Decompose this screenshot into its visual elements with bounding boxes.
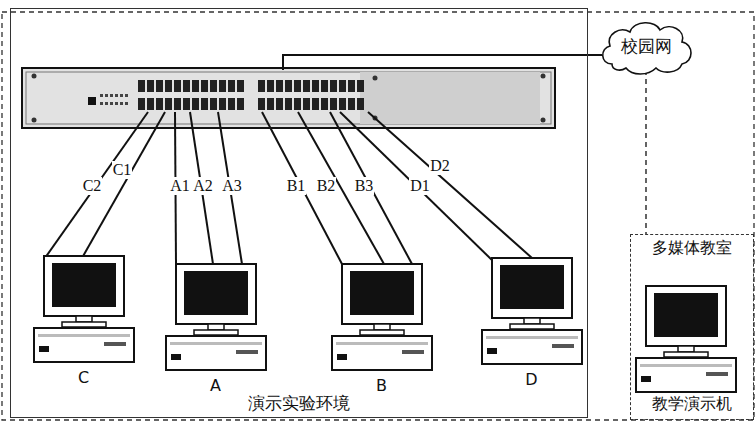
region-box: 演示实验环境 C A B D [10,8,588,418]
node-label: B [374,377,389,395]
cable-label: B1 [286,177,307,195]
computer-node: 教学演示机 [634,280,750,414]
node-label: C [76,369,91,387]
cable-label: C2 [82,177,103,195]
node-label: A [208,377,223,395]
cable-label: D1 [409,177,431,195]
cable-label: D2 [429,157,451,175]
cable-label: A2 [192,177,214,195]
cloud-node: 校园网 [598,18,694,76]
cable-label: C1 [112,161,133,179]
node-label: D [523,371,539,389]
network-label: 校园网 [619,37,674,57]
computer-node: A [160,258,272,396]
computer-node: B [326,258,438,396]
cable-label: A1 [169,177,191,195]
cable-label: B3 [354,177,375,195]
computer-node: D [476,252,588,390]
node-label: 多媒体教室 [650,239,734,257]
network-link [645,70,646,234]
node-label: 演示实验环境 [246,394,352,414]
cable-label: A3 [221,177,243,195]
node-label: 教学演示机 [650,395,734,413]
region-box: 多媒体教室教学演示机 [630,234,754,420]
cable-label: B2 [316,177,337,195]
computer-node: C [28,250,140,388]
